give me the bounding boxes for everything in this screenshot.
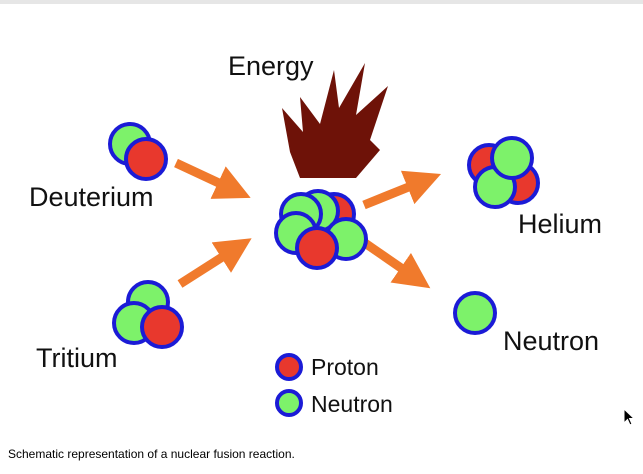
mouse-cursor-icon bbox=[623, 408, 635, 426]
helium-label: Helium bbox=[518, 209, 602, 239]
energy-label: Energy bbox=[228, 51, 314, 81]
tritium-label: Tritium bbox=[36, 343, 118, 373]
figure-caption: Schematic representation of a nuclear fu… bbox=[8, 447, 295, 461]
energy-burst-icon bbox=[282, 63, 388, 178]
proton-particle bbox=[124, 137, 168, 181]
arrow-icon bbox=[362, 170, 442, 210]
neutron-particle bbox=[490, 136, 534, 180]
deuterium-label: Deuterium bbox=[29, 182, 154, 212]
legend-proton-label: Proton bbox=[311, 354, 379, 380]
proton-particle bbox=[140, 305, 184, 349]
fusion-diagram: Energy Deuterium Tritium Helium Neutron bbox=[29, 51, 602, 417]
legend-neutron-swatch bbox=[275, 389, 303, 417]
deuterium-nucleus bbox=[108, 122, 168, 181]
arrow-icon bbox=[177, 238, 252, 288]
legend: Proton Neutron bbox=[275, 353, 393, 417]
legend-proton-swatch bbox=[275, 353, 303, 381]
fused-nucleus bbox=[274, 189, 368, 270]
legend-neutron-label: Neutron bbox=[311, 391, 393, 417]
arrow-icon bbox=[174, 158, 251, 199]
free-neutron bbox=[453, 291, 497, 335]
neutron-label: Neutron bbox=[503, 326, 599, 356]
proton-particle bbox=[295, 226, 339, 270]
top-border bbox=[0, 0, 643, 4]
helium-nucleus bbox=[467, 136, 540, 209]
arrow-icon bbox=[359, 237, 431, 289]
tritium-nucleus bbox=[112, 280, 184, 349]
